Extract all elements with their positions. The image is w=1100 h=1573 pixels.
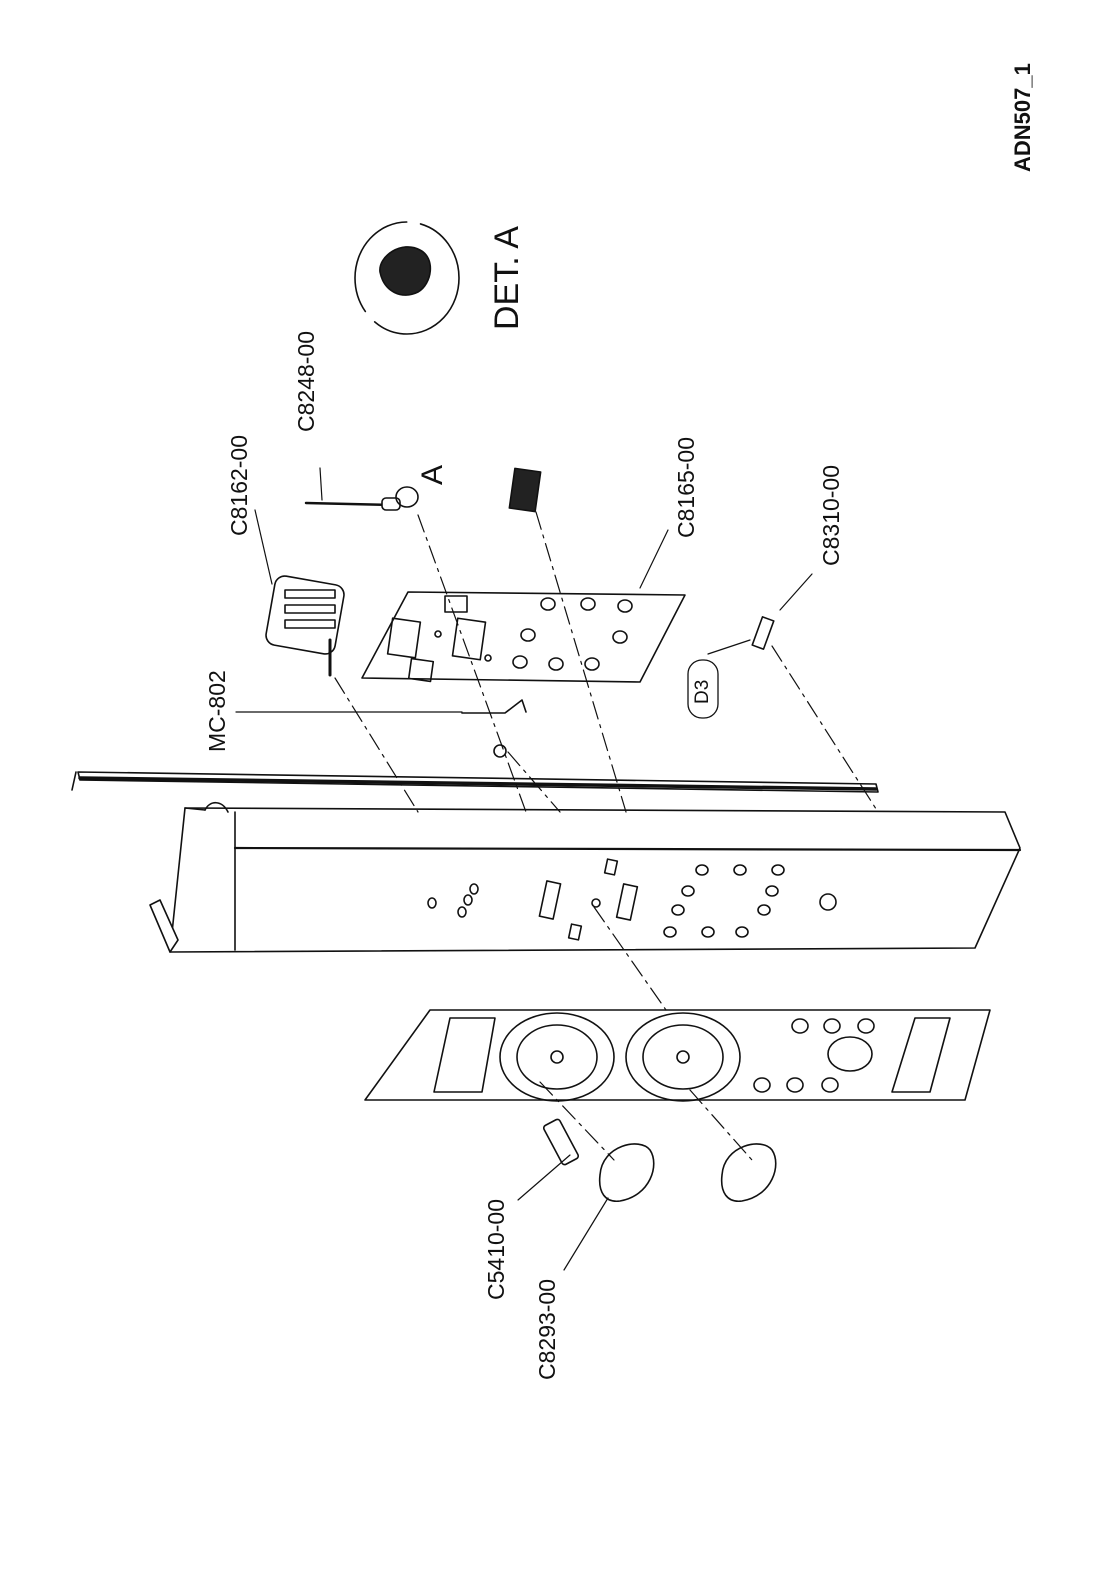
rail-strip xyxy=(71,771,879,793)
detail-a-circle xyxy=(354,221,460,335)
d3-badge-label: D3 xyxy=(692,679,713,704)
detail-label: DET. A xyxy=(488,226,526,330)
detail-ref: A xyxy=(416,464,449,485)
drawing-code: ADN507_1 xyxy=(1010,63,1035,172)
part-label-c5410: C5410-00 xyxy=(483,1198,509,1300)
part-label-c8293: C8293-00 xyxy=(534,1278,560,1380)
rotary-switch xyxy=(265,575,345,677)
knobs xyxy=(598,1143,777,1202)
control-panel xyxy=(364,1009,991,1102)
small-parts xyxy=(304,467,775,1166)
part-label-c8162: C8162-00 xyxy=(226,434,252,536)
part-label-mc802: MC-802 xyxy=(204,670,230,752)
front-housing xyxy=(149,801,1022,953)
construction-lines xyxy=(334,511,879,1161)
pcb-board xyxy=(361,591,686,683)
d3-badge-shape xyxy=(687,659,719,719)
part-label-c8310: C8310-00 xyxy=(818,464,844,566)
part-label-c8165: C8165-00 xyxy=(673,436,699,538)
part-label-c8248: C8248-00 xyxy=(293,330,319,432)
leader-lines xyxy=(235,467,813,1271)
